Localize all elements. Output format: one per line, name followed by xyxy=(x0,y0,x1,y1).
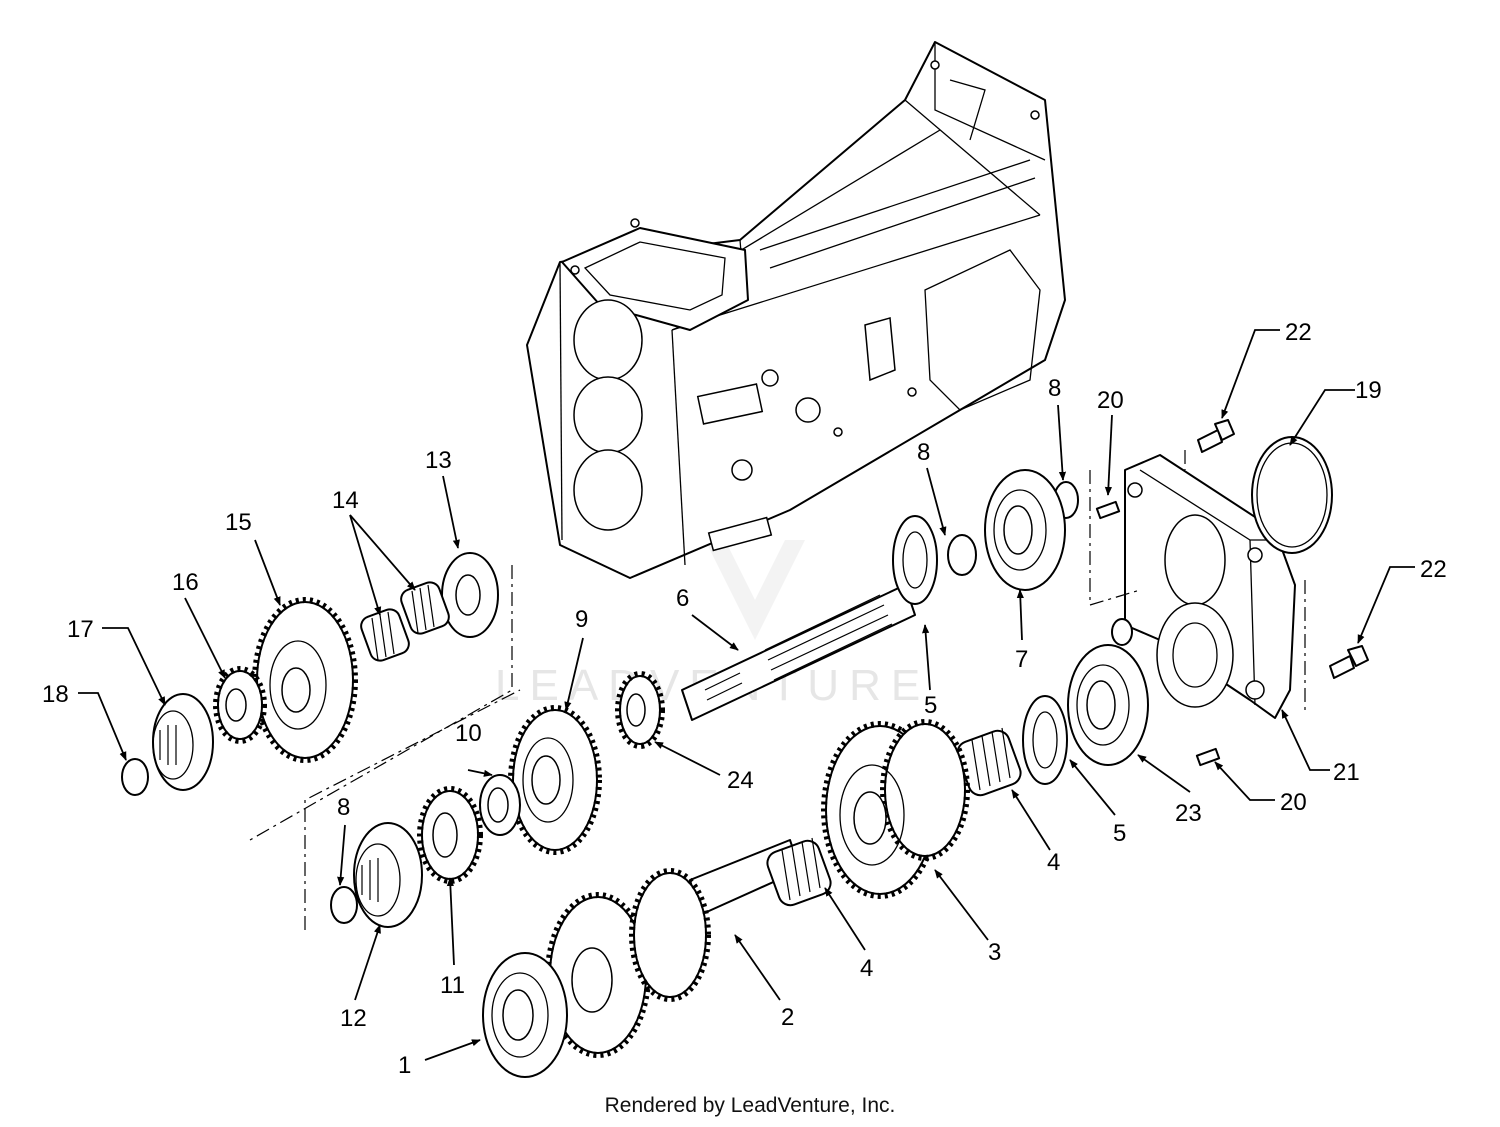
callout-21: 21 xyxy=(1333,759,1360,786)
callout-23: 23 xyxy=(1175,800,1202,827)
render-credit: Rendered by LeadVenture, Inc. xyxy=(604,1094,896,1117)
callout-17: 17 xyxy=(67,616,94,643)
bolt-22-upper xyxy=(1197,419,1235,453)
callout-4-lower: 4 xyxy=(860,955,873,982)
gear-16 xyxy=(213,666,267,744)
end-cover-21 xyxy=(1124,454,1296,719)
callout-18: 18 xyxy=(42,681,69,708)
callout-8-mid: 8 xyxy=(917,439,930,466)
callout-3: 3 xyxy=(988,939,1001,966)
callout-19: 19 xyxy=(1355,377,1382,404)
callout-14: 14 xyxy=(332,487,359,514)
callout-22-lower: 22 xyxy=(1420,556,1447,583)
gasket-19 xyxy=(1251,436,1333,554)
callout-16: 16 xyxy=(172,569,199,596)
gear-3 xyxy=(821,719,970,899)
callout-6: 6 xyxy=(676,585,689,612)
callout-12: 12 xyxy=(340,1005,367,1032)
snap-ring-upper-a xyxy=(947,534,977,576)
callout-15: 15 xyxy=(225,509,252,536)
callout-1: 1 xyxy=(398,1052,411,1079)
dowel-pin-20-lower xyxy=(1195,747,1221,767)
centerline-lower-left xyxy=(304,689,521,930)
bearing-1 xyxy=(482,952,568,1078)
thrust-washer-upper xyxy=(892,515,938,605)
dowel-pin-20-upper xyxy=(1095,500,1121,520)
snap-ring-lower xyxy=(330,886,358,924)
callout-labels: 1 2 3 4 4 5 5 6 7 8 8 8 9 10 11 12 13 14… xyxy=(42,319,1447,1079)
bearing-upper xyxy=(984,469,1066,591)
gear-15 xyxy=(252,597,358,763)
gear-9 xyxy=(508,705,602,855)
centerline-upper-left xyxy=(249,565,513,841)
collar-12 xyxy=(353,822,423,928)
callout-13: 13 xyxy=(425,447,452,474)
callout-4-upper: 4 xyxy=(1047,849,1060,876)
callout-9: 9 xyxy=(575,606,588,633)
main-shaft xyxy=(681,584,916,721)
callout-22-upper: 22 xyxy=(1285,319,1312,346)
callout-5-lower: 5 xyxy=(1113,820,1126,847)
callout-2: 2 xyxy=(781,1004,794,1031)
thrust-washer-lower xyxy=(1022,695,1068,785)
needle-bearings-14 xyxy=(360,581,450,662)
countershaft-2 xyxy=(545,839,801,1058)
bearing-23 xyxy=(1067,644,1149,766)
callout-20-upper: 20 xyxy=(1097,387,1124,414)
gear-24 xyxy=(615,671,665,749)
transmission-housing xyxy=(526,41,1066,579)
callout-leaders xyxy=(78,329,1415,1061)
callout-8-right: 8 xyxy=(1048,375,1061,402)
callout-24: 24 xyxy=(727,767,754,794)
callout-11: 11 xyxy=(440,972,465,999)
snap-ring-18 xyxy=(121,758,149,796)
callout-7: 7 xyxy=(1015,646,1028,673)
bolt-22-lower xyxy=(1329,645,1369,679)
needle-bearing-4-lower xyxy=(766,837,832,907)
gear-11 xyxy=(417,786,483,884)
callout-5-upper: 5 xyxy=(924,692,937,719)
callout-10: 10 xyxy=(455,720,482,747)
washer-cover xyxy=(1111,618,1133,646)
callout-8-lower: 8 xyxy=(337,794,350,821)
collar-17 xyxy=(152,693,214,791)
callout-20-lower: 20 xyxy=(1280,789,1307,816)
centerline-cover xyxy=(1089,450,1306,710)
